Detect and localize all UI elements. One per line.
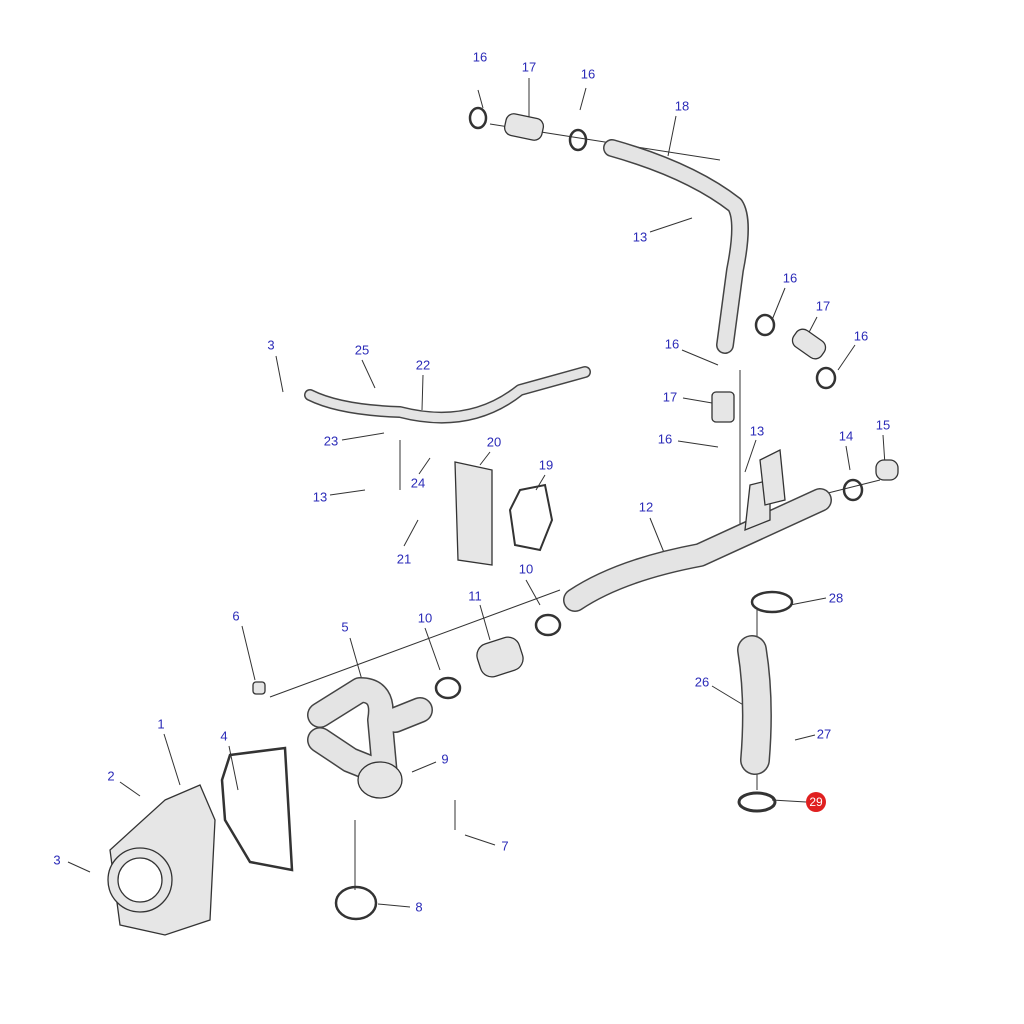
callout-18[interactable]: 18	[674, 98, 690, 114]
callout-11[interactable]: 11	[468, 588, 482, 604]
pipes	[304, 139, 832, 788]
callout-4[interactable]: 4	[220, 728, 228, 744]
callout-21[interactable]: 21	[396, 551, 412, 567]
callout-16[interactable]: 16	[657, 431, 673, 447]
callout-3[interactable]: 3	[53, 852, 61, 868]
callout-17[interactable]: 17	[815, 298, 831, 314]
callout-9[interactable]: 9	[441, 751, 449, 767]
callout-8[interactable]: 8	[415, 899, 423, 915]
callout-16[interactable]: 16	[580, 66, 596, 82]
callout-29-highlighted[interactable]: 29	[806, 792, 826, 812]
callout-15[interactable]: 15	[875, 417, 891, 433]
callout-22[interactable]: 22	[415, 357, 431, 373]
callout-20[interactable]: 20	[486, 434, 502, 450]
callout-19[interactable]: 19	[538, 457, 554, 473]
callout-17[interactable]: 17	[662, 389, 678, 405]
callout-23[interactable]: 23	[323, 433, 339, 449]
callout-3[interactable]: 3	[267, 337, 275, 353]
callout-26[interactable]: 26	[694, 674, 710, 690]
callout-12[interactable]: 12	[638, 499, 654, 515]
callout-16[interactable]: 16	[472, 49, 488, 65]
callout-13[interactable]: 13	[632, 229, 648, 245]
callout-10[interactable]: 10	[417, 610, 433, 626]
leader-lines	[67, 78, 886, 908]
callout-17[interactable]: 17	[521, 59, 537, 75]
callout-13[interactable]: 13	[312, 489, 328, 505]
callout-25[interactable]: 25	[354, 342, 370, 358]
callout-1[interactable]: 1	[157, 716, 165, 732]
callout-28[interactable]: 28	[828, 590, 844, 606]
callout-16[interactable]: 16	[853, 328, 869, 344]
callout-6[interactable]: 6	[232, 608, 240, 624]
callout-14[interactable]: 14	[838, 428, 854, 444]
callout-5[interactable]: 5	[341, 619, 349, 635]
callout-27[interactable]: 27	[816, 726, 832, 742]
callout-16[interactable]: 16	[782, 270, 798, 286]
callout-16[interactable]: 16	[664, 336, 680, 352]
callout-13[interactable]: 13	[749, 423, 765, 439]
callout-2[interactable]: 2	[107, 768, 115, 784]
callout-7[interactable]: 7	[501, 838, 509, 854]
parts	[107, 106, 899, 936]
callout-10[interactable]: 10	[518, 561, 534, 577]
callout-24[interactable]: 24	[410, 475, 426, 491]
